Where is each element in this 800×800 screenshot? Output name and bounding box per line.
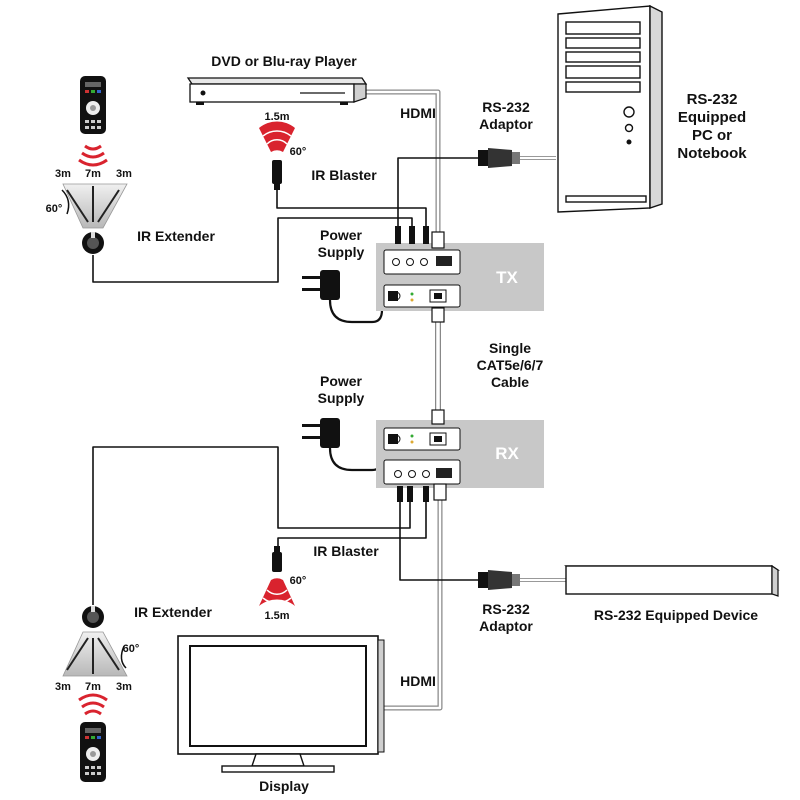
ir-blaster-bottom <box>259 546 295 606</box>
rs232-device-label: RS-232 Equipped Device <box>594 607 758 623</box>
ir-blaster-wire-top <box>276 190 427 240</box>
ir-extender-wire-top <box>92 217 413 283</box>
power-supply-bottom-label-2: Supply <box>318 390 365 406</box>
power-supply-bottom <box>302 418 340 448</box>
svg-text:Single: Single <box>489 340 531 356</box>
ir-extender-bottom-label: IR Extender <box>134 604 212 620</box>
blaster-range-top: 1.5m <box>264 111 289 123</box>
svg-text:Notebook: Notebook <box>677 145 747 162</box>
blaster-signal-top-icon <box>259 121 295 152</box>
ir-extender-top <box>82 232 104 254</box>
power-supply-bottom-label-1: Power <box>320 373 363 389</box>
display-label: Display <box>259 778 309 794</box>
blaster-range-bottom: 1.5m <box>264 610 289 622</box>
pc-label: RS-232 Equipped PC or Notebook <box>677 91 747 162</box>
extender-bottom-left-range: 3m <box>55 681 71 693</box>
svg-text:Cable: Cable <box>491 374 529 390</box>
ir-blaster-bottom-label: IR Blaster <box>313 543 379 559</box>
remote-signal-top-icon <box>78 144 108 167</box>
extender-bottom-right-range: 3m <box>116 681 132 693</box>
power-supply-top <box>302 270 340 300</box>
display-monitor <box>177 635 385 773</box>
hdmi-top-label: HDMI <box>400 105 436 121</box>
remote-control-bottom-icon <box>80 722 106 782</box>
extender-top-right-range: 3m <box>116 168 132 180</box>
blaster-signal-bottom-icon <box>259 578 295 606</box>
dvd-player-label: DVD or Blu-ray Player <box>211 53 357 69</box>
rx-label: RX <box>495 444 519 463</box>
rs232-adaptor-bottom-label-2: Adaptor <box>479 618 533 634</box>
tx-unit <box>376 243 544 311</box>
ir-extender-top-label: IR Extender <box>137 228 215 244</box>
rs232-adaptor-top <box>478 148 520 168</box>
blaster-angle-bottom: 60° <box>290 575 307 587</box>
cables <box>92 89 566 711</box>
extender-top-mid-range: 7m <box>85 168 101 180</box>
remote-control-top-icon <box>80 76 106 134</box>
blaster-angle-top: 60° <box>290 146 307 158</box>
ir-blaster-wire-bottom <box>277 490 427 548</box>
pc-tower <box>557 4 663 213</box>
ir-blaster-top <box>259 121 295 190</box>
rs232-adaptor-bottom <box>478 570 520 590</box>
svg-text:CAT5e/6/7: CAT5e/6/7 <box>477 357 544 373</box>
remote-signal-bottom-icon <box>78 693 108 716</box>
extender-top-angle: 60° <box>46 203 63 215</box>
ir-extender-bottom <box>82 606 104 628</box>
extender-bottom-angle: 60° <box>123 643 140 655</box>
power-supply-top-label-1: Power <box>320 227 363 243</box>
rs232-adaptor-bottom-label-1: RS-232 <box>482 601 530 617</box>
svg-text:RS-232: RS-232 <box>687 91 738 108</box>
svg-text:Equipped: Equipped <box>678 109 746 126</box>
tx-label: TX <box>496 268 518 287</box>
svg-text:PC or: PC or <box>692 127 732 144</box>
ir-blaster-top-label: IR Blaster <box>311 167 377 183</box>
rx-plugs <box>388 409 447 502</box>
rs232-wire-top <box>397 157 478 240</box>
ir-extender-top-fan <box>61 183 128 229</box>
rs232-wire-bottom <box>399 490 478 581</box>
extender-bottom-mid-range: 7m <box>85 681 101 693</box>
power-cord-top <box>328 294 392 324</box>
dvd-player <box>186 77 368 105</box>
hdmi-bottom-label: HDMI <box>400 673 436 689</box>
ir-extender-bottom-fan <box>62 631 128 677</box>
rs232-adaptor-top-label-1: RS-232 <box>482 99 530 115</box>
rx-unit <box>376 420 544 488</box>
tx-plugs <box>388 226 445 323</box>
cable-label: Single CAT5e/6/7 Cable <box>477 340 544 390</box>
extender-top-left-range: 3m <box>55 168 71 180</box>
rs232-device <box>564 564 780 597</box>
ir-extender-wire-bottom <box>92 446 411 605</box>
rs232-adaptor-top-label-2: Adaptor <box>479 116 533 132</box>
power-supply-top-label-2: Supply <box>318 244 365 260</box>
